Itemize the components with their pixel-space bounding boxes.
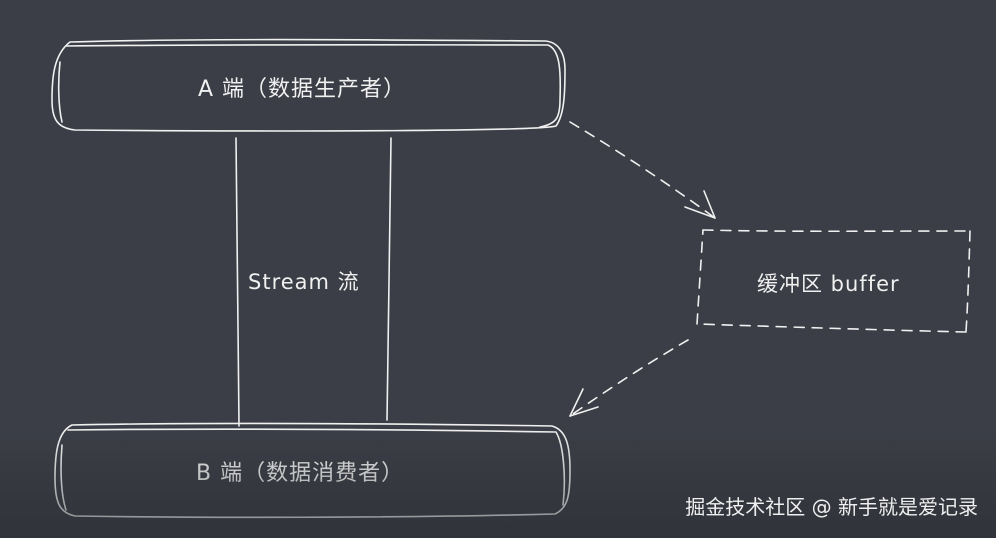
watermark: 掘金技术社区 @ 新手就是爱记录: [685, 495, 978, 519]
stream-label: Stream 流: [248, 270, 360, 294]
producer-label: A 端（数据生产者）: [198, 77, 407, 102]
producer-box: [51, 38, 566, 132]
buffer-label: 缓冲区 buffer: [757, 272, 900, 296]
stream-lines: [235, 137, 392, 427]
arrow-to-buffer: [569, 121, 716, 219]
arrow-to-consumer: [569, 339, 689, 417]
buffer-box: [696, 229, 971, 333]
consumer-label: B 端（数据消费者）: [196, 461, 405, 486]
